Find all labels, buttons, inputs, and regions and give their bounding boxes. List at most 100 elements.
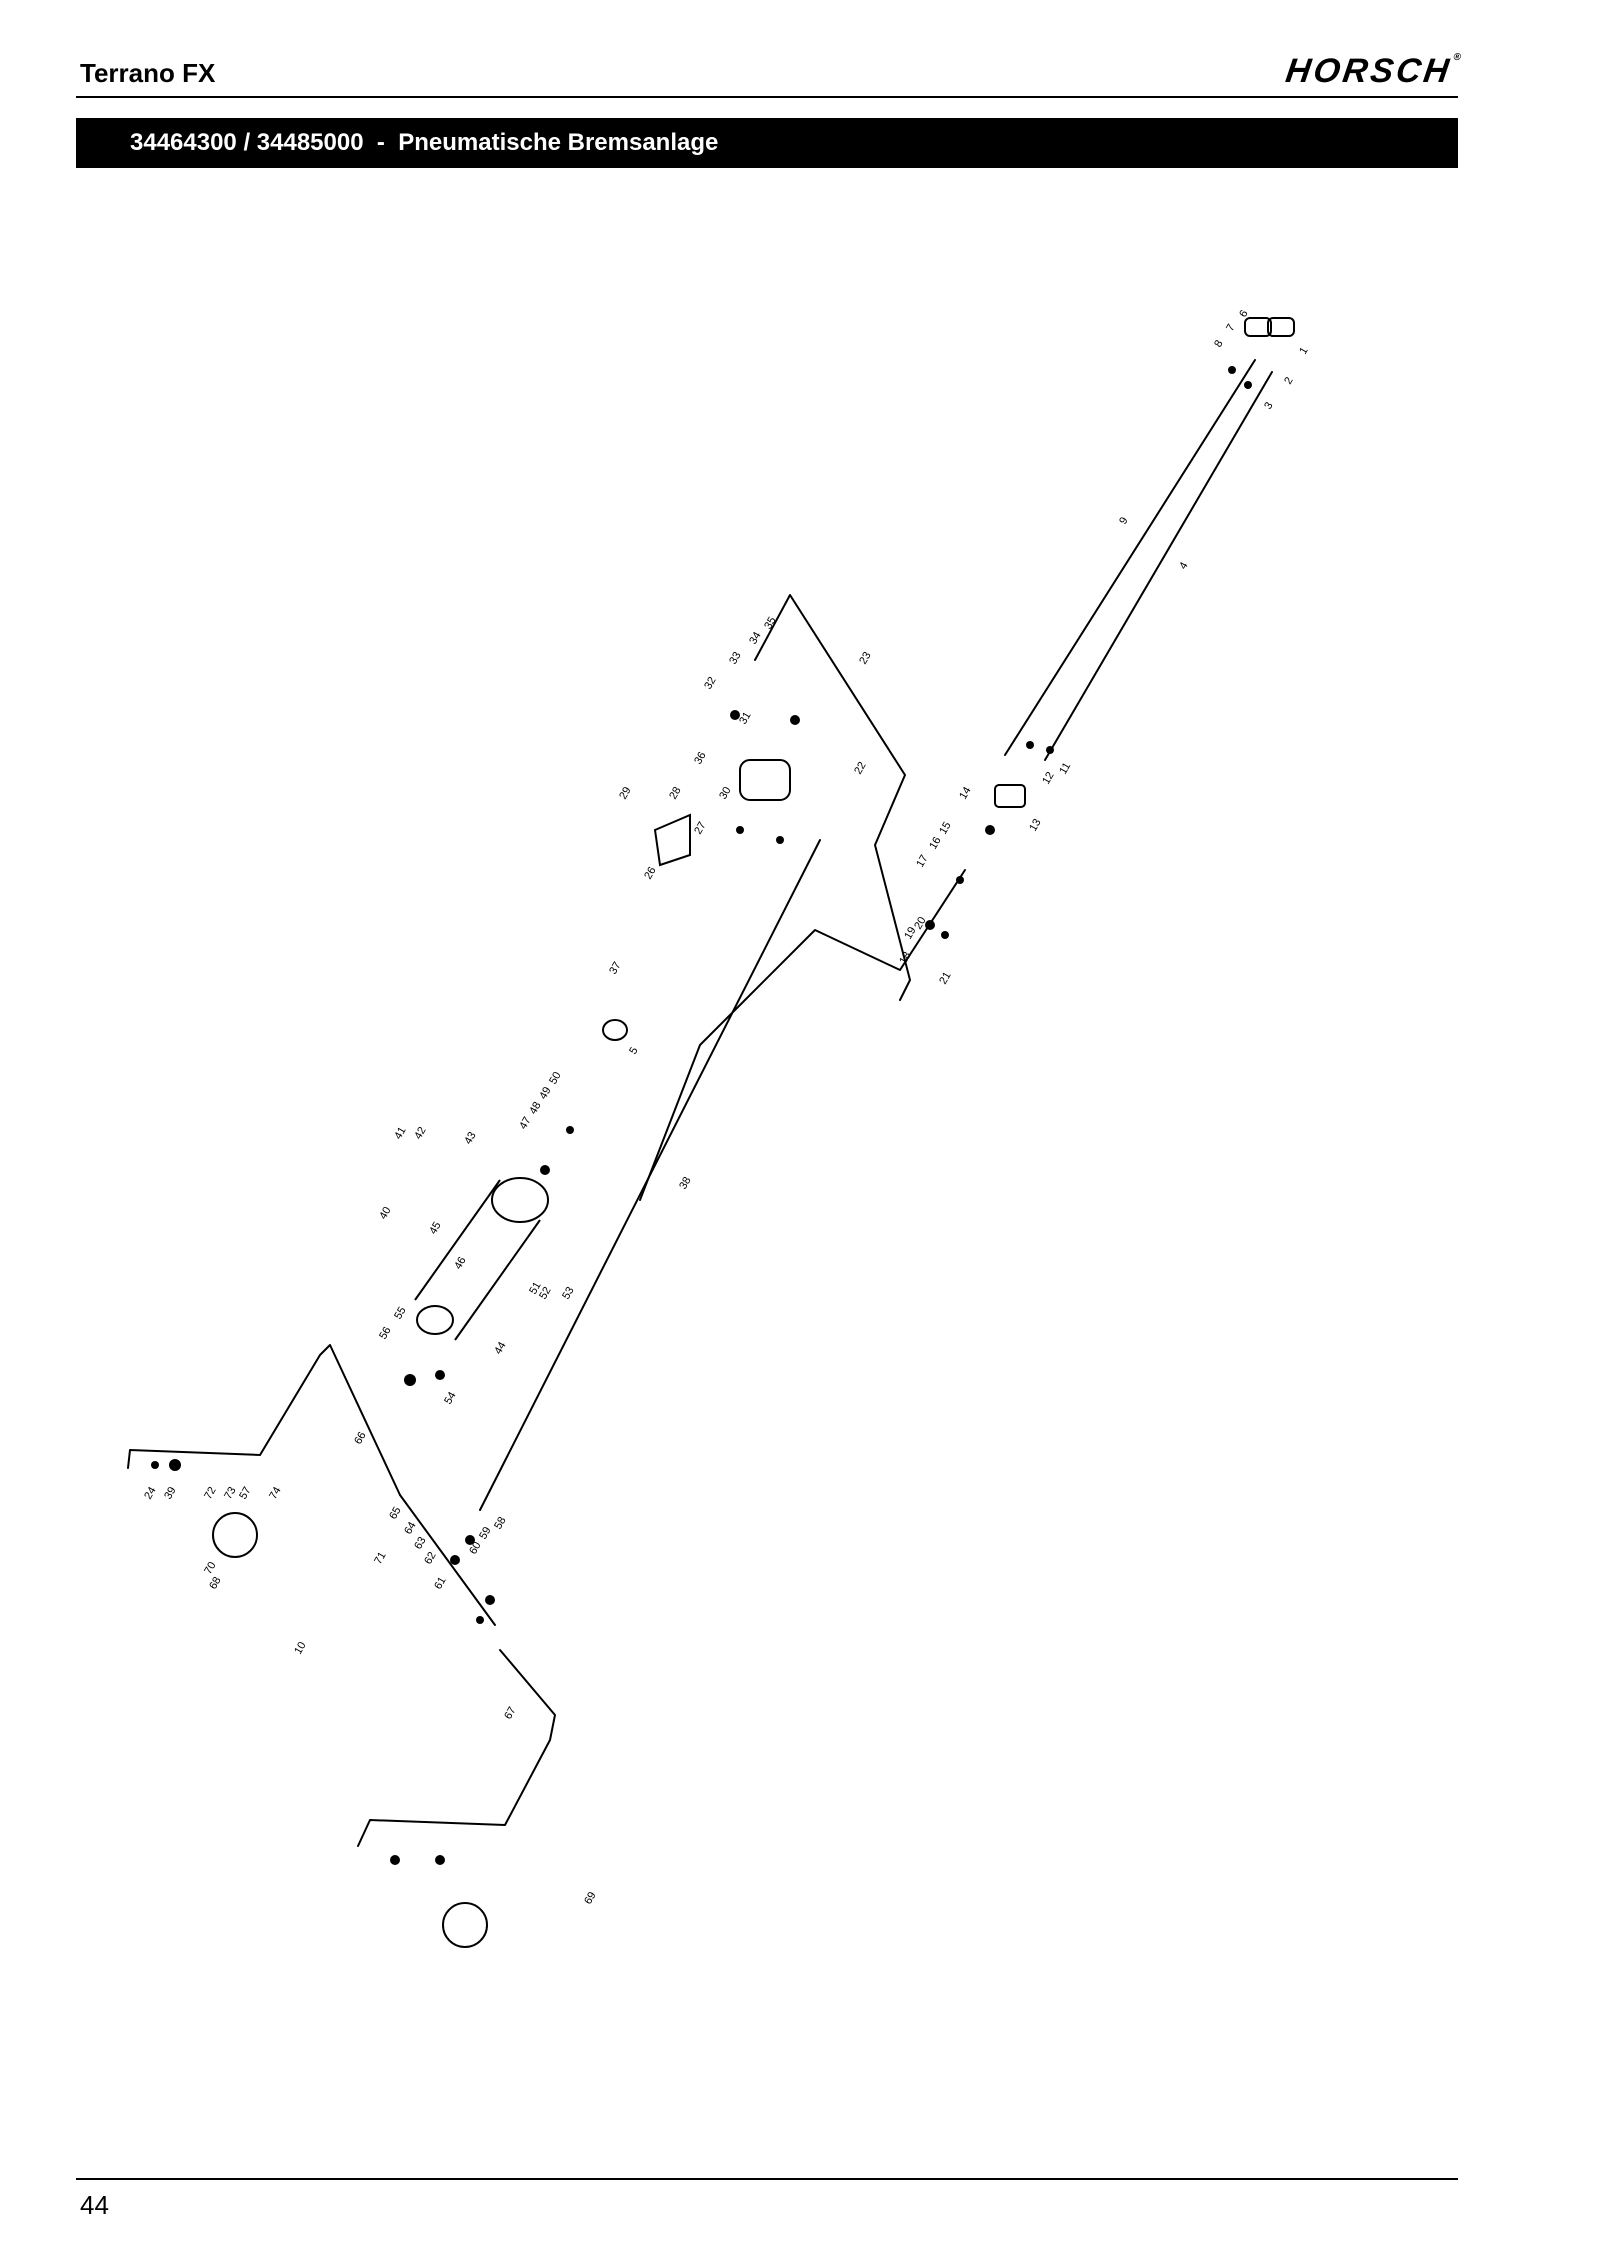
callout-24: 24 xyxy=(142,1485,159,1502)
callout-65: 65 xyxy=(387,1505,404,1522)
fitting xyxy=(776,836,784,844)
callout-44: 44 xyxy=(492,1340,509,1357)
fitting xyxy=(435,1370,445,1380)
callout-59: 59 xyxy=(477,1525,494,1542)
callout-20: 20 xyxy=(912,915,929,932)
callout-50: 50 xyxy=(547,1070,564,1087)
air-tank-rear xyxy=(416,1305,454,1335)
callout-71: 71 xyxy=(372,1550,389,1567)
header-divider xyxy=(76,96,1458,98)
line-23 xyxy=(754,594,911,1001)
callout-70: 70 xyxy=(202,1560,219,1577)
fitting xyxy=(925,920,935,930)
callout-61: 61 xyxy=(432,1575,449,1592)
fitting xyxy=(390,1855,400,1865)
callout-40: 40 xyxy=(377,1205,394,1222)
callout-66: 66 xyxy=(352,1430,369,1447)
callout-9: 9 xyxy=(1117,515,1130,526)
coupling-head-upper-a xyxy=(1244,317,1272,337)
fitting xyxy=(1046,746,1054,754)
callout-52: 52 xyxy=(537,1285,554,1302)
callout-15: 15 xyxy=(937,820,954,837)
callout-21: 21 xyxy=(937,970,954,987)
callout-30: 30 xyxy=(717,785,734,802)
callout-28: 28 xyxy=(667,785,684,802)
callout-2: 2 xyxy=(1282,375,1295,386)
callout-18: 18 xyxy=(897,950,914,967)
fitting xyxy=(1228,366,1236,374)
callout-38: 38 xyxy=(677,1175,694,1192)
callout-5: 5 xyxy=(627,1045,640,1056)
callout-32: 32 xyxy=(702,675,719,692)
callout-56: 56 xyxy=(377,1325,394,1342)
callout-63: 63 xyxy=(412,1535,429,1552)
fitting xyxy=(941,931,949,939)
callout-42: 42 xyxy=(412,1125,429,1142)
callout-37: 37 xyxy=(607,960,624,977)
callout-1: 1 xyxy=(1297,345,1310,356)
fitting xyxy=(540,1165,550,1175)
fitting xyxy=(465,1535,475,1545)
callout-14: 14 xyxy=(957,785,974,802)
air-tank-end-cap xyxy=(491,1177,549,1223)
fitting xyxy=(956,876,964,884)
callout-36: 36 xyxy=(692,750,709,767)
section-title-bar: 34464300 / 34485000 - Pneumatische Brems… xyxy=(76,118,1458,168)
callout-73: 73 xyxy=(222,1485,239,1502)
callout-60: 60 xyxy=(467,1540,484,1557)
callout-72: 72 xyxy=(202,1485,219,1502)
callout-22: 22 xyxy=(852,760,869,777)
callout-48: 48 xyxy=(527,1100,544,1117)
callout-74: 74 xyxy=(267,1485,284,1502)
line-22-38 xyxy=(479,839,821,1511)
callout-27: 27 xyxy=(692,820,709,837)
callout-62: 62 xyxy=(422,1550,439,1567)
line-cross xyxy=(399,1494,496,1626)
section-title: 34464300 / 34485000 - Pneumatische Brems… xyxy=(130,129,719,156)
line-66 xyxy=(127,1344,401,1496)
callout-53: 53 xyxy=(560,1285,577,1302)
callout-31: 31 xyxy=(737,710,754,727)
callout-6: 6 xyxy=(1237,308,1250,319)
callout-46: 46 xyxy=(452,1255,469,1272)
fitting xyxy=(1244,381,1252,389)
callout-23: 23 xyxy=(857,650,874,667)
coupling-head-upper-b xyxy=(1267,317,1295,337)
brake-valve xyxy=(739,759,791,801)
callout-labels: 1234567891011121314151617181920212223242… xyxy=(142,308,1310,1906)
page-number: 44 xyxy=(80,2190,109,2220)
supply-loop-upper xyxy=(639,869,966,1201)
callout-45: 45 xyxy=(427,1220,444,1237)
callout-64: 64 xyxy=(402,1520,419,1537)
fitting xyxy=(566,1126,574,1134)
footer-divider xyxy=(76,2178,1458,2180)
fitting xyxy=(730,710,740,720)
callout-51: 51 xyxy=(527,1280,544,1297)
callout-69: 69 xyxy=(582,1890,599,1907)
fitting xyxy=(985,825,995,835)
callout-4: 4 xyxy=(1177,560,1190,571)
air-tank-body xyxy=(414,1179,541,1341)
callout-13: 13 xyxy=(1027,817,1044,834)
callout-10: 10 xyxy=(292,1640,309,1657)
callout-55: 55 xyxy=(392,1305,409,1322)
hose-ring-5 xyxy=(602,1019,628,1041)
callout-11: 11 xyxy=(1057,761,1073,777)
fitting xyxy=(404,1374,416,1386)
callout-29: 29 xyxy=(617,785,634,802)
callout-34: 34 xyxy=(747,630,764,647)
callout-58: 58 xyxy=(492,1515,509,1532)
line-67 xyxy=(357,1649,556,1847)
callout-41: 41 xyxy=(392,1125,409,1142)
callout-57: 57 xyxy=(237,1485,254,1502)
callout-7: 7 xyxy=(1224,322,1237,333)
callout-19: 19 xyxy=(902,925,919,942)
callout-47: 47 xyxy=(517,1115,534,1132)
callout-26: 26 xyxy=(642,865,659,882)
callout-39: 39 xyxy=(162,1485,179,1502)
fitting xyxy=(435,1855,445,1865)
document-title: Terrano FX xyxy=(80,58,216,88)
mounting-bracket xyxy=(653,813,691,867)
callout-3: 3 xyxy=(1262,400,1275,411)
